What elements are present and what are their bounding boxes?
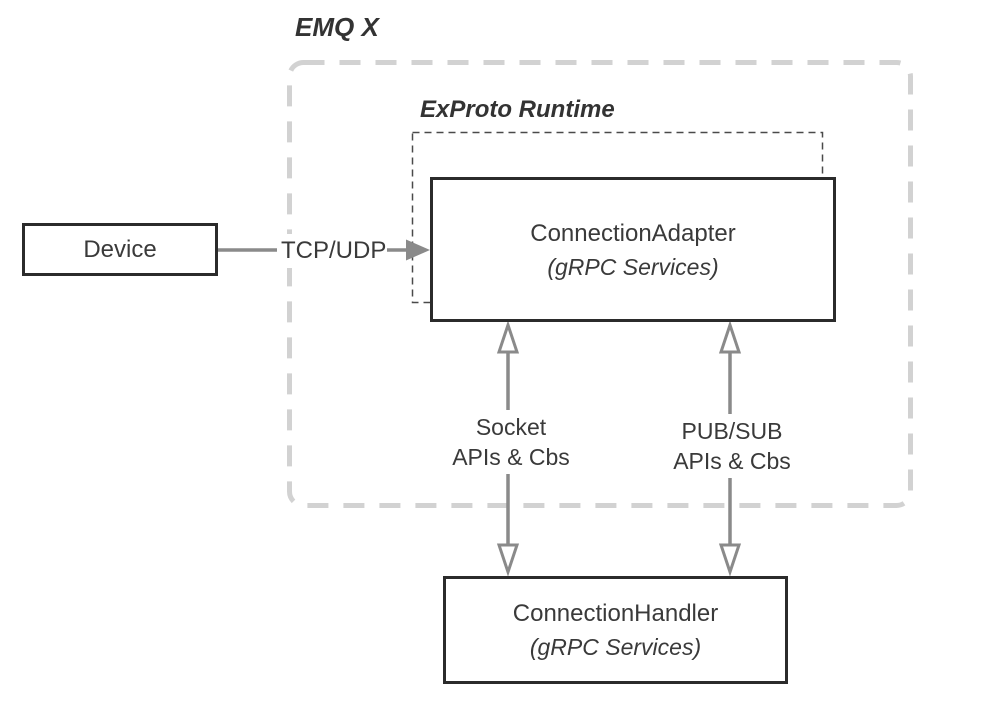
connection-adapter-subtitle: (gRPC Services) (547, 253, 719, 280)
pubsub-apis-label-line1: PUB/SUB (681, 418, 783, 444)
socket-apis-label-line2: APIs & Cbs (452, 444, 570, 470)
tcp-udp-edge-label: TCP/UDP (277, 234, 387, 268)
pubsub-apis-label-line2: APIs & Cbs (673, 448, 791, 474)
connection-handler-node: ConnectionHandler (gRPC Services) (443, 576, 788, 684)
device-node-label: Device (83, 235, 157, 263)
connection-adapter-title: ConnectionAdapter (530, 219, 736, 247)
device-node: Device (22, 223, 218, 276)
socket-apis-edge-label: Socket APIs & Cbs (448, 410, 574, 474)
tcp-udp-arrowhead-icon (406, 239, 430, 261)
connection-handler-title: ConnectionHandler (512, 600, 719, 627)
emqx-group-label: EMQ X (295, 12, 379, 42)
socket-up-arrowhead-icon (496, 320, 520, 354)
connection-adapter-node: ConnectionAdapter (gRPC Services) (430, 177, 836, 322)
connection-handler-subtitle: (gRPC Services) (529, 634, 702, 660)
socket-down-arrowhead-icon (496, 543, 520, 577)
pubsub-up-arrowhead-icon (718, 320, 742, 354)
pubsub-down-arrowhead-icon (718, 543, 742, 577)
socket-apis-label-line1: Socket (475, 414, 547, 440)
exproto-runtime-label: ExProto Runtime (420, 96, 615, 123)
emqx-group-box (287, 60, 913, 508)
pubsub-apis-edge-label: PUB/SUB APIs & Cbs (668, 414, 796, 478)
